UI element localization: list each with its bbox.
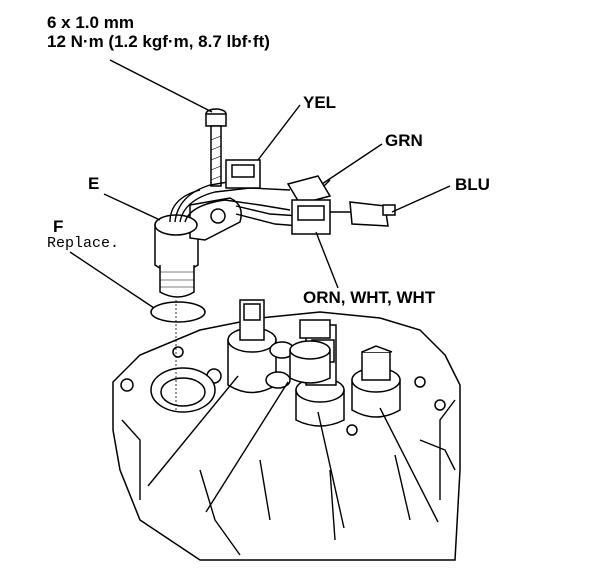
- yellow-wire-label: YEL: [303, 93, 336, 112]
- solenoid-valve-d: [227, 299, 277, 394]
- solenoid-valve-a: [351, 345, 401, 418]
- leader-lines: [69, 59, 451, 529]
- blue-wire-label: BLU: [455, 175, 490, 194]
- connector-orange-white: [291, 199, 331, 235]
- orange-white-wire-label: ORN, WHT, WHT: [303, 288, 436, 307]
- bolt-size-label: 6 x 1.0 mm: [47, 13, 134, 32]
- o-ring-f: [150, 301, 206, 323]
- o-ring-note: Replace.: [47, 235, 119, 252]
- solenoid-valve-extra: [289, 340, 331, 384]
- sensor-e: [154, 197, 242, 298]
- part-e-label: E: [88, 174, 99, 193]
- connector-green: [286, 175, 332, 205]
- mounting-bolt: [205, 108, 227, 187]
- solenoid-valve-c: [265, 341, 295, 389]
- green-wire-label: GRN: [385, 131, 423, 150]
- torque-spec-label: 12 N·m (1.2 kgf·m, 8.7 lbf·ft): [47, 32, 270, 51]
- part-f-label: F: [53, 217, 63, 236]
- connector-yellow: [225, 159, 261, 189]
- connector-blue: [349, 201, 396, 227]
